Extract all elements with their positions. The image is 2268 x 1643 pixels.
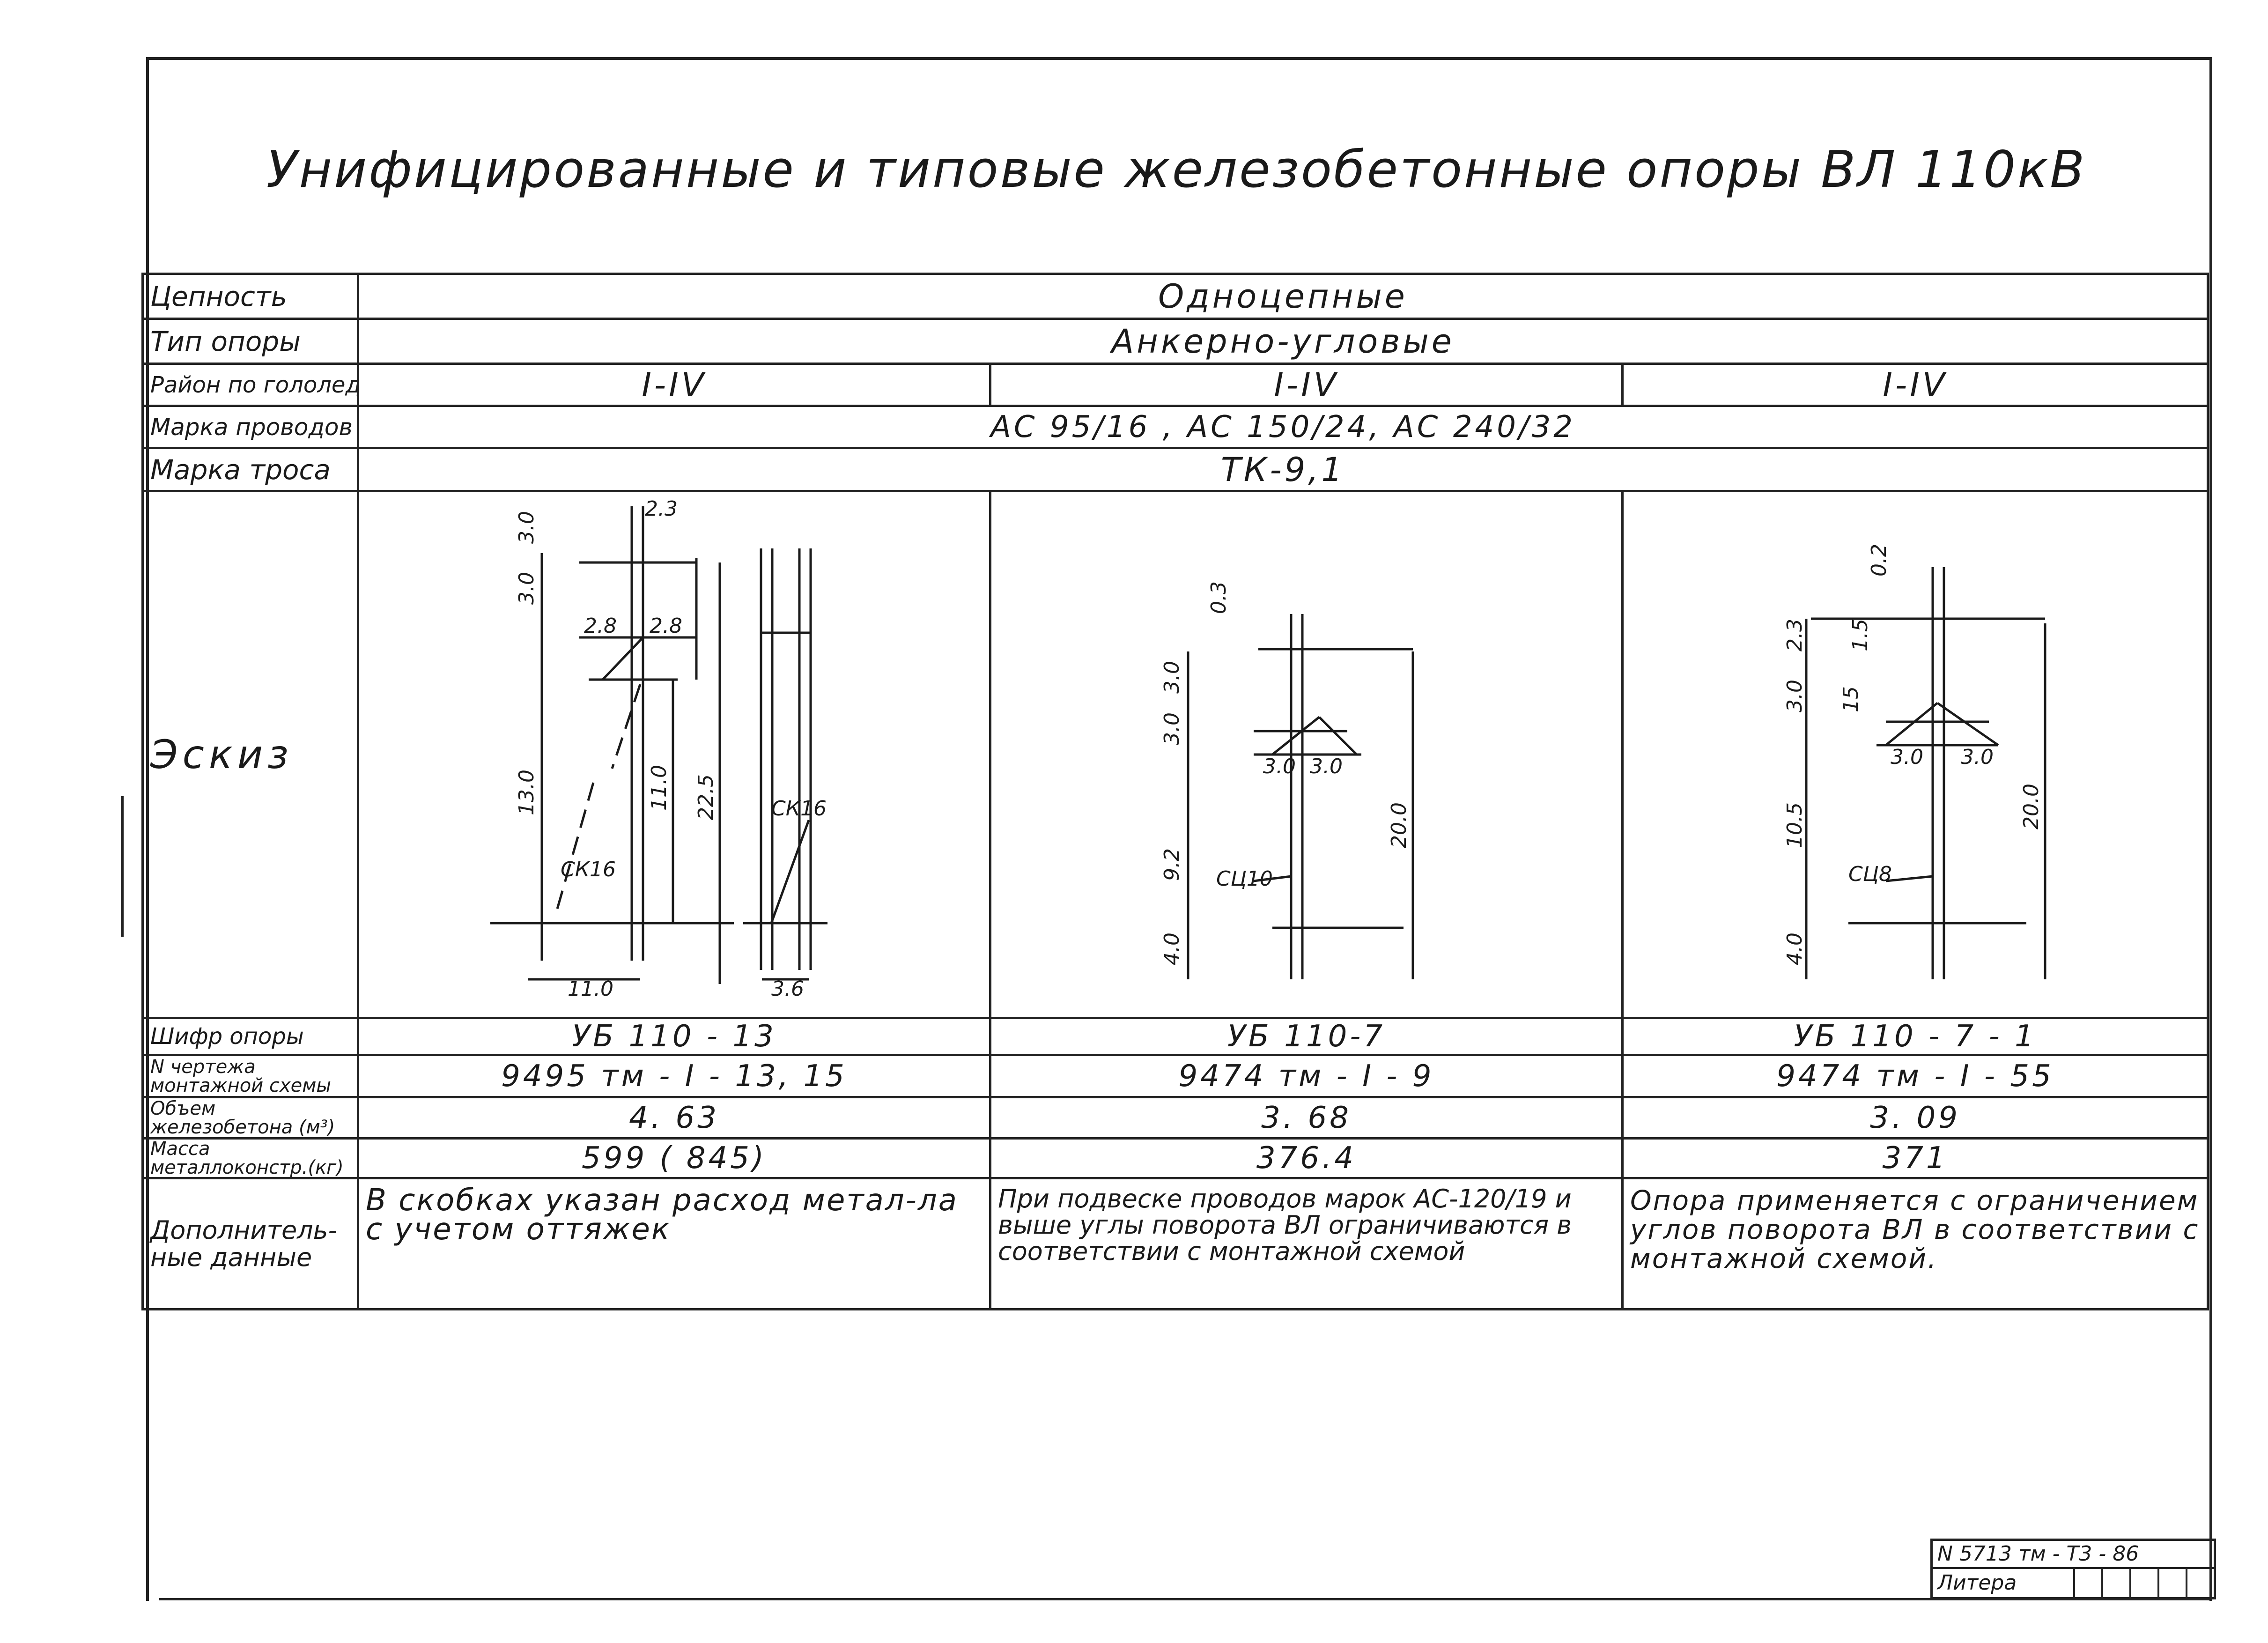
- sketch-ub110-13: 3.0 3.0 2.3 2.8 2.8 13.0 11.0 22.5 11.0 …: [357, 490, 991, 1019]
- row-label: Объем железобетона (м³): [141, 1096, 359, 1140]
- row-metal-mass: Масса металлоконстр.(кг) 599 ( 845) 376.…: [141, 1137, 2209, 1179]
- title-block-stamp: N 5713 тм - Т3 - 86 Литера: [1930, 1539, 2216, 1599]
- ice-region-value: I-IV: [1621, 363, 2209, 407]
- row-sketch: Эскиз: [141, 490, 2209, 1019]
- dim-label: 13.0: [515, 770, 539, 815]
- dim-label: 2.3: [1783, 619, 1807, 651]
- part-label: СЦ8: [1848, 862, 1892, 886]
- document-code: N 5713 тм - Т3 - 86: [1933, 1541, 2214, 1569]
- cable-grade-value: ТК-9,1: [356, 447, 2209, 492]
- dim-label: 3.0: [1310, 755, 1343, 778]
- row-ice-region: Район по гололеду I-IV I-IV I-IV: [141, 363, 2209, 407]
- support-sketch-3: 0.2 2.3 1.5 3.0 15 3.0 3.0 10.5 20.0 4.0…: [1783, 544, 2046, 979]
- litera-box: [2131, 1569, 2159, 1597]
- dim-label: 3.0: [515, 572, 539, 605]
- row-label: Эскиз: [141, 490, 359, 1019]
- litera-box: [2187, 1569, 2214, 1597]
- row-label: Марка троса: [141, 447, 359, 492]
- dim-label: 9.2: [1160, 848, 1184, 881]
- dim-label: 22.5: [694, 774, 718, 820]
- dim-label: 2.3: [645, 497, 678, 521]
- metal-mass-value: 371: [1621, 1137, 2209, 1179]
- drawing-no-value: 9474 тм - I - 55: [1621, 1054, 2209, 1098]
- page-title: Унифицированные и типовые железобетонные…: [266, 141, 2087, 199]
- row-drawing-no: N чертежа монтажной схемы 9495 тм - I - …: [141, 1054, 2209, 1098]
- row-cable-grade: Марка троса ТК-9,1: [141, 447, 2209, 492]
- dim-label: 3.0: [1783, 680, 1807, 712]
- row-label: Тип опоры: [141, 318, 359, 365]
- circuit-value: Одноцепные: [356, 273, 2209, 320]
- dim-label: 2.8: [584, 614, 617, 638]
- dim-label: 3.0: [1961, 745, 1994, 769]
- dim-label: 15: [1839, 686, 1863, 712]
- support-code-value: УБ 110-7: [989, 1017, 1624, 1056]
- extra-note: При подвеске проводов марок АС-120/19 и …: [989, 1177, 1624, 1310]
- dim-label: 3.6: [771, 977, 804, 1001]
- dim-label: 20.0: [1387, 802, 1411, 848]
- dim-label: 3.0: [1891, 745, 1923, 769]
- dim-label: 4.0: [1160, 933, 1184, 965]
- row-label: Масса металлоконстр.(кг): [141, 1137, 359, 1179]
- row-concrete-volume: Объем железобетона (м³) 4. 63 3. 68 3. 0…: [141, 1096, 2209, 1140]
- row-label: Цепность: [141, 273, 359, 320]
- row-label: Марка проводов: [141, 405, 359, 449]
- drawing-no-value: 9495 тм - I - 13, 15: [357, 1054, 991, 1098]
- wire-grade-value: АС 95/16 , АС 150/24, АС 240/32: [356, 405, 2209, 449]
- litera-label: Литера: [1933, 1569, 2075, 1597]
- dim-label: 3.0: [515, 511, 539, 544]
- ice-region-value: I-IV: [357, 363, 991, 407]
- part-label: СК16: [561, 858, 616, 881]
- support-type-value: Анкерно-угловые: [356, 318, 2209, 365]
- row-support-type: Тип опоры Анкерно-угловые: [141, 318, 2209, 365]
- support-code-value: УБ 110 - 13: [357, 1017, 991, 1056]
- support-sketch-1: 3.0 3.0 2.3 2.8 2.8 13.0 11.0 22.5 11.0 …: [490, 497, 827, 1001]
- dim-label: 11.0: [647, 765, 671, 811]
- bottom-rule: [159, 1598, 2210, 1600]
- metal-mass-value: 376.4: [989, 1137, 1624, 1179]
- dim-label: 1.5: [1848, 619, 1872, 651]
- row-support-code: Шифр опоры УБ 110 - 13 УБ 110-7 УБ 110 -…: [141, 1017, 2209, 1056]
- dim-label: 0.3: [1207, 581, 1231, 614]
- dim-label: 2.8: [650, 614, 682, 638]
- dim-label: 3.0: [1160, 661, 1184, 694]
- dim-label: 20.0: [2019, 784, 2043, 829]
- dim-label: 4.0: [1783, 933, 1807, 965]
- concrete-volume-value: 4. 63: [357, 1096, 991, 1140]
- support-code-value: УБ 110 - 7 - 1: [1621, 1017, 2209, 1056]
- row-wire-grade: Марка проводов АС 95/16 , АС 150/24, АС …: [141, 405, 2209, 449]
- concrete-volume-value: 3. 68: [989, 1096, 1624, 1140]
- ice-region-value: I-IV: [989, 363, 1624, 407]
- part-label: СЦ10: [1216, 867, 1273, 891]
- row-extra: Дополнитель-ные данные В скобках указан …: [141, 1177, 2209, 1310]
- dim-label: 3.0: [1160, 712, 1184, 745]
- sketch-ub110-7-1: 0.2 2.3 1.5 3.0 15 3.0 3.0 10.5 20.0 4.0…: [1621, 490, 2209, 1019]
- support-sketch-2: 0.3 3.0 3.0 3.0 3.0 9.2 20.0 4.0 СЦ10: [1160, 581, 1414, 979]
- concrete-volume-value: 3. 09: [1621, 1096, 2209, 1140]
- dim-label: 10.5: [1783, 802, 1807, 848]
- dim-label: 11.0: [568, 977, 613, 1001]
- extra-note: В скобках указан расход метал-ла с учето…: [357, 1177, 991, 1310]
- litera-box: [2159, 1569, 2187, 1597]
- dim-label: 3.0: [1263, 755, 1296, 778]
- dim-label: 0.2: [1867, 544, 1891, 577]
- row-label: N чертежа монтажной схемы: [141, 1054, 359, 1098]
- litera-box: [2075, 1569, 2103, 1597]
- sketch-ub110-7: 0.3 3.0 3.0 3.0 3.0 9.2 20.0 4.0 СЦ10: [989, 490, 1624, 1019]
- part-label: СК16: [771, 797, 827, 821]
- row-label: Дополнитель-ные данные: [141, 1177, 359, 1310]
- metal-mass-value: 599 ( 845): [357, 1137, 991, 1179]
- spec-table: Цепность Одноцепные Тип опоры Анкерно-уг…: [141, 273, 2209, 1310]
- litera-box: [2103, 1569, 2131, 1597]
- row-label: Район по гололеду: [141, 363, 359, 407]
- drawing-no-value: 9474 тм - I - 9: [989, 1054, 1624, 1098]
- extra-note: Опора применяется с ограничением углов п…: [1621, 1177, 2209, 1310]
- row-label: Шифр опоры: [141, 1017, 359, 1056]
- margin-mark: [121, 796, 124, 937]
- litera-row: Литера: [1933, 1569, 2214, 1597]
- row-circuit: Цепность Одноцепные: [141, 273, 2209, 320]
